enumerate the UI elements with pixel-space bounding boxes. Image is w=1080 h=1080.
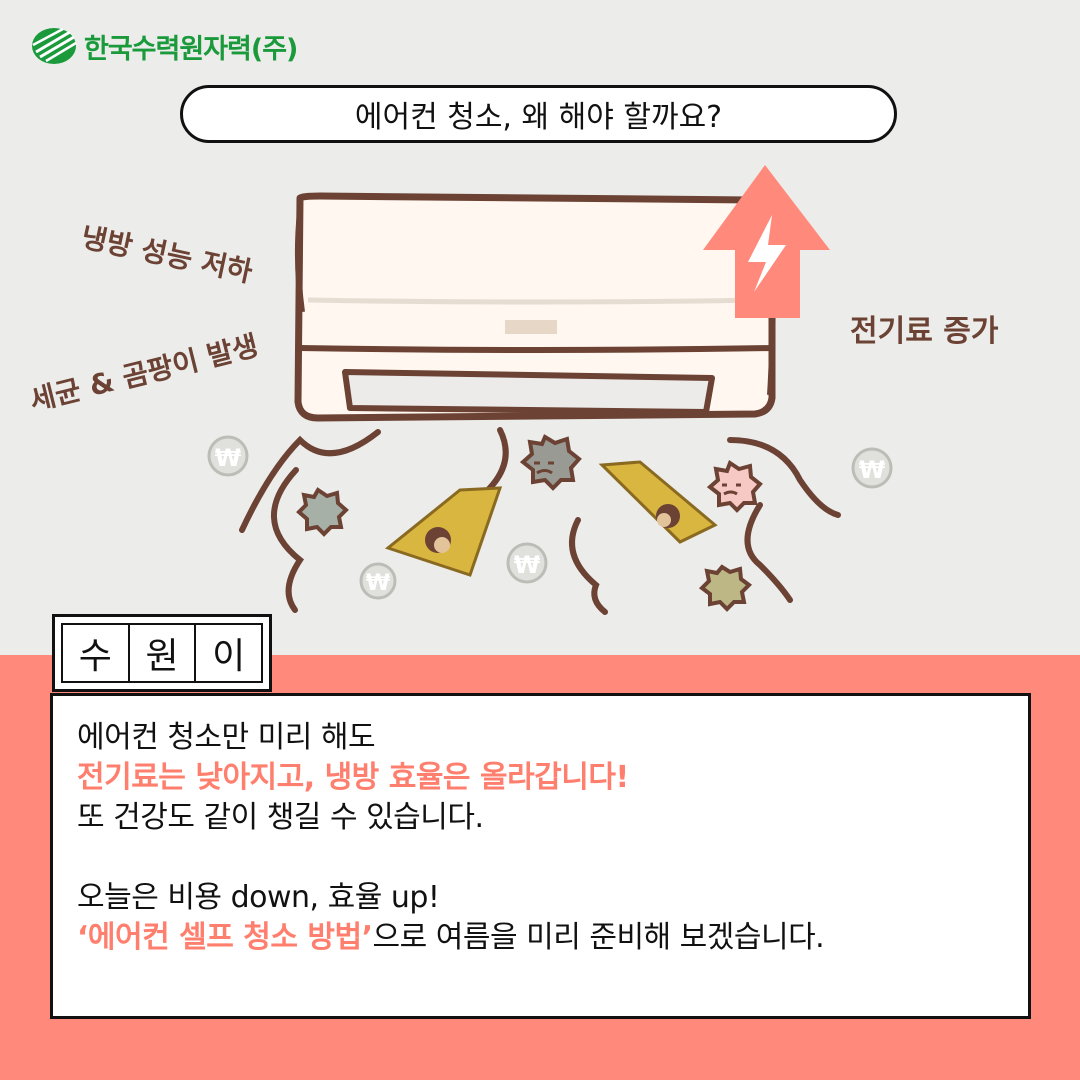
svg-text:₩: ₩	[366, 571, 390, 596]
name-char: 수	[63, 625, 130, 681]
message-box: 에어컨 청소만 미리 해도 전기료는 낮아지고, 냉방 효율은 올라갑니다! 또…	[50, 693, 1031, 1019]
won-coin-icon: ₩	[359, 562, 397, 600]
message-line: 또 건강도 같이 챙길 수 있습니다.	[77, 800, 484, 835]
banknote-icon	[384, 486, 503, 577]
svg-text:₩: ₩	[859, 456, 886, 484]
svg-text:₩: ₩	[514, 551, 541, 579]
germ-icon	[698, 564, 753, 612]
arrow-up-icon	[703, 165, 830, 318]
khnp-logo-icon	[32, 27, 77, 64]
message-line-highlight: 전기료는 낮아지고, 냉방 효율은 올라갑니다!	[77, 760, 629, 795]
germ-icon	[519, 434, 582, 491]
banknote-icon	[598, 460, 718, 544]
brand-logo: 한국수력원자력(주)	[30, 26, 298, 66]
speaker-name-tag: 수 원 이	[52, 614, 272, 692]
brand-name: 한국수력원자력(주)	[84, 33, 298, 65]
germ-icon	[296, 487, 349, 537]
message-text: 으로 여름을 미리 준비해 보겠습니다.	[372, 920, 825, 955]
message-line: 오늘은 비용 down, 효율 up!	[77, 880, 440, 915]
message-line: 에어컨 청소만 미리 해도	[77, 720, 376, 755]
won-coin-icon: ₩	[207, 435, 249, 477]
air-conditioner	[294, 192, 776, 422]
label-electricity-cost: 전기료 증가	[850, 314, 999, 349]
won-coin-icon: ₩	[851, 447, 893, 489]
name-char: 이	[212, 636, 246, 677]
page-title: 에어컨 청소, 왜 해야 할까요?	[180, 85, 897, 143]
germ-icon	[706, 459, 763, 513]
svg-text:₩: ₩	[215, 444, 242, 472]
message-line: ‘에어컨 셀프 청소 방법’으로 여름을 미리 준비해 보겠습니다.	[77, 918, 1004, 958]
aircon-illustration: ₩ ₩ ₩ ₩	[207, 165, 893, 615]
message-highlight: ‘에어컨 셀프 청소 방법’	[77, 920, 373, 955]
name-char: 원	[130, 625, 197, 681]
won-coin-icon: ₩	[506, 542, 548, 584]
